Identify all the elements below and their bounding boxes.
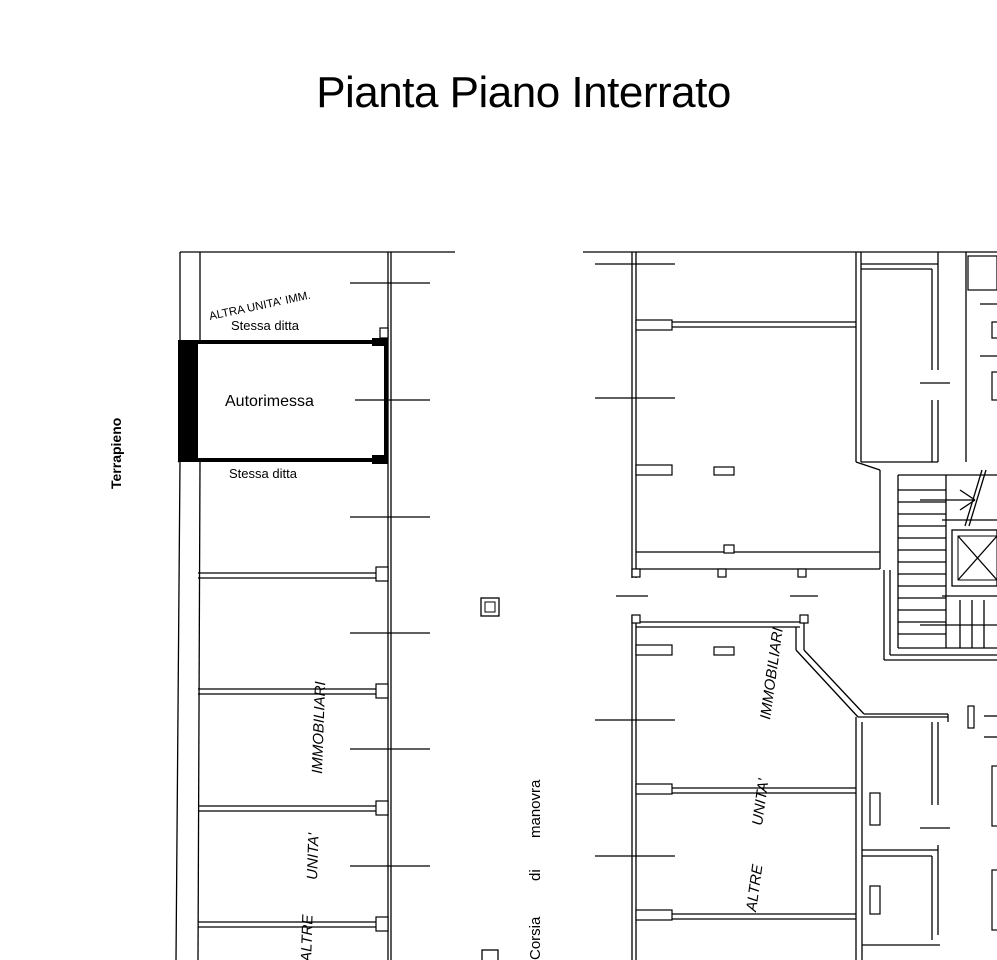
label-left-unita: UNITA' — [304, 832, 323, 880]
autorimessa-thick-back-wall — [178, 340, 198, 462]
label-right-immobiliari: IMMOBILIARI — [757, 627, 787, 721]
garage-door-lines — [350, 282, 430, 867]
label-right-altre: ALTRE — [743, 862, 767, 913]
lane-pillars — [480, 597, 500, 960]
label-terrapieno: Terrapieno — [108, 418, 124, 489]
label-right-unita: UNITA' — [749, 777, 772, 827]
right-building-block — [583, 251, 997, 960]
left-garage-block — [175, 251, 455, 960]
box-partitions — [198, 566, 389, 932]
label-autorimessa: Autorimessa — [225, 393, 314, 410]
label-corsia: Corsia — [527, 916, 544, 960]
plan-title: Pianta Piano Interrato — [316, 68, 731, 117]
label-stessa-ditta-bottom: Stessa ditta — [229, 466, 298, 481]
stair-lift-core — [883, 469, 997, 661]
label-stessa-ditta-top: Stessa ditta — [231, 318, 300, 333]
label-left-altre: ALTRE — [298, 913, 317, 960]
label-manovra: manovra — [527, 779, 544, 838]
label-di: di — [527, 869, 544, 881]
label-left-immobiliari: IMMOBILIARI — [309, 681, 329, 774]
